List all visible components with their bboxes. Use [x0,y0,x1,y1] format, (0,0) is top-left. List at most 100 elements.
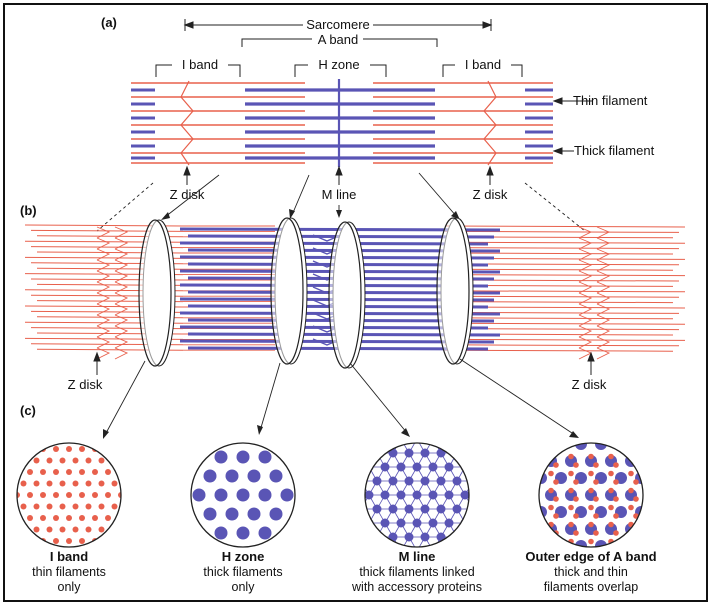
thick-filament-dot [314,470,327,483]
thick-filament-dot [468,532,469,542]
thin-filament-dot [105,515,111,521]
thin-filament-dot [66,469,72,475]
thick-filament-dot [460,490,469,500]
thin-filament-dot [568,504,574,511]
caption-line1-3: thick filaments linked [359,565,474,579]
thin-filament-dot [633,496,639,502]
thin-filament-dot [588,487,594,494]
thick-filament-dot [247,507,261,521]
thick-filament-dot [437,421,446,430]
cross-section-disk [328,221,362,369]
caption-line2-2: only [232,580,256,594]
thick-filament-dot [349,519,358,528]
thick-filament-dot [615,443,627,450]
thick-filament-dot [341,533,350,542]
thick-filament-dot [372,476,382,486]
thin-filament-dot [648,454,654,460]
thin-filament-dot [27,515,33,521]
caption-line1-4: thick and thin [554,565,628,579]
caption-line2-4: filaments overlap [544,580,639,594]
thick-filament-label: Thick filament [574,143,655,158]
thick-filament-dot [493,547,502,556]
thin-filament-3d-right [444,338,686,341]
thick-filament-dot [396,490,406,500]
panel-a-label: (a) [101,15,117,30]
thick-filament-dot [365,504,366,514]
thin-filament-3d-right [444,301,674,304]
cross-section-disk [138,219,172,367]
thick-filament-dot [501,449,510,458]
thick-filament-dot [460,462,469,472]
thin-filament-dot [118,469,121,475]
thick-filament-dot [493,463,502,472]
thick-filament-dot [428,490,438,500]
band-brackets [155,19,523,77]
thick-filament-dot [365,546,374,547]
thin-filament-dot [648,522,654,528]
thin-filament-dot [85,480,92,487]
thick-filament-dot [420,476,430,486]
thick-filament-dot [485,561,494,570]
thick-filament-dot [365,443,374,444]
thick-filament-dot [333,491,342,500]
z-disk-lattice-right [578,226,611,360]
thin-filament-dot [72,526,79,533]
thin-filament-dot [98,457,105,464]
thick-filament-dot [380,490,390,500]
thin-filament-dot [608,487,614,494]
thick-filament-dot [444,546,454,547]
thin-filament-dot [588,504,594,511]
thin-filament-dot [17,446,20,452]
thick-filament-dot [436,476,446,486]
thick-filament-dot [380,518,390,528]
thin-filament-dot [608,453,614,460]
thick-filament-dot [645,489,657,501]
thin-filament-dot [27,538,33,544]
thick-filament-dot [525,523,537,535]
thick-filament-dot [655,472,667,484]
connector-arrowheads-bc [103,425,579,439]
thick-filament-dot [501,533,510,542]
thick-filament-dot [372,504,382,514]
thin-filament-dot [53,515,59,521]
thin-filament-dot [548,487,554,494]
thin-filament-dot [79,492,85,498]
thin-filament-dot [40,492,46,498]
thick-filament-dot [404,504,414,514]
thick-filament-dot [501,421,510,430]
thick-filament-dot [404,476,414,486]
z-disk-label-b-right: Z disk [572,377,607,392]
thin-filament-3d-right [444,322,686,325]
thick-filament-dot [655,540,667,552]
thin-filament-3d-right [444,268,674,271]
thick-filament-dot [365,448,366,458]
thin-filament-dot [66,515,72,521]
thin-filament-dot [613,462,619,468]
thick-filament-dot [349,547,358,556]
thick-filament-dot [444,462,454,472]
thin-filament-dot [59,457,66,464]
thick-filament-dot [258,488,272,502]
sarcomere-filaments [131,79,553,167]
thick-filament-dot [485,505,494,514]
thick-filament-dot [420,504,430,514]
thin-filament-dot [79,538,85,544]
thick-filament-dot [373,421,382,430]
thin-filament-dot [593,479,599,485]
panel-b-label: (b) [20,203,37,218]
thick-filament-dot [404,532,414,542]
thin-filament-dot [92,492,98,498]
thin-filament-dot [20,503,27,510]
thin-filament-dot [27,492,33,498]
thick-filament-dot [225,507,239,521]
thin-filament-dot [111,503,118,510]
thick-filament-dot [380,462,390,472]
thin-filament-dot [613,513,619,519]
thick-filament-dot [468,476,469,486]
thick-filament-dot [485,533,494,542]
thick-filament-dot [645,455,657,467]
thin-filament-dot [648,471,654,477]
cross-section-h-zone [190,442,327,548]
thick-filament-dot [452,504,462,514]
thick-filament-dot [389,421,398,430]
